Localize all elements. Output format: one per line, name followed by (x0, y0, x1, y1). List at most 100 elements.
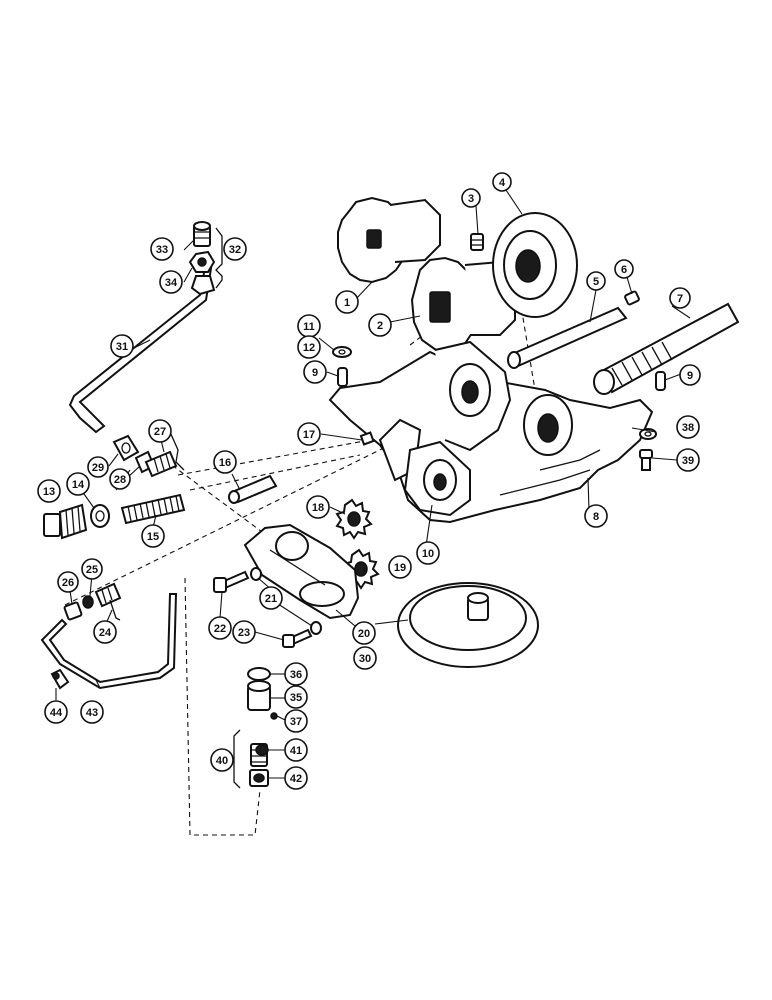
callout-1: 1 (335, 290, 359, 314)
callout-33: 33 (150, 237, 174, 261)
callout-42: 42 (284, 766, 308, 790)
set-screw-part-3 (470, 233, 484, 251)
callout-11-label: 11 (303, 321, 315, 333)
callout-12-label: 12 (303, 342, 315, 354)
callout-4-label: 4 (499, 177, 506, 189)
nut-part-34 (188, 250, 216, 273)
oil-line-part-31 (68, 261, 214, 434)
callout-9-right: 9 (679, 364, 701, 386)
gear-part-1 (337, 196, 441, 284)
gasket-part-14 (90, 504, 110, 528)
callout-37: 37 (284, 709, 308, 733)
callout-38: 38 (676, 415, 700, 439)
oil-line-part-43 (40, 593, 178, 690)
callout-5: 5 (586, 271, 606, 291)
callout-8: 8 (584, 504, 608, 528)
brackets (109, 227, 241, 789)
callout-9-left: 9 (303, 360, 327, 384)
callout-21-label: 21 (265, 593, 277, 605)
gear-part-4 (492, 212, 578, 318)
callout-28: 28 (109, 468, 131, 490)
pin-part-9-left (337, 367, 348, 387)
callout-29-label: 29 (92, 462, 104, 474)
sleeve-part-34 (190, 275, 216, 296)
callout-32: 32 (223, 237, 247, 261)
callout-19: 19 (388, 555, 412, 579)
bolt-part-22 (213, 570, 250, 593)
callout-25-label: 25 (86, 564, 98, 576)
gear-part-18 (335, 498, 373, 540)
callout-14-label: 14 (72, 479, 85, 491)
sleeve-part-25 (82, 595, 94, 609)
callout-32-label: 32 (229, 244, 241, 256)
plug-part-6 (624, 290, 640, 306)
valve-body-part-35 (247, 680, 271, 711)
callout-14: 14 (66, 472, 90, 496)
plug-part-41 (255, 744, 269, 756)
pin-part-9-right (655, 371, 666, 391)
callout-31: 31 (110, 334, 134, 358)
callout-10-label: 10 (422, 548, 434, 560)
callout-16-label: 16 (219, 457, 231, 469)
shaft-part-5 (507, 306, 628, 369)
callout-21: 21 (259, 586, 283, 610)
callout-9-left-label: 9 (312, 367, 318, 379)
callout-24-label: 24 (99, 627, 112, 639)
callout-16: 16 (213, 450, 237, 474)
callout-5-label: 5 (593, 276, 599, 288)
oil-screen-part-30 (397, 582, 539, 668)
callout-42-label: 42 (290, 773, 302, 785)
callout-7-label: 7 (677, 293, 683, 305)
callout-22-label: 22 (214, 623, 226, 635)
callout-13-label: 13 (43, 486, 55, 498)
fitting-part-27 (144, 450, 178, 478)
callout-15: 15 (141, 524, 165, 548)
callout-41: 41 (284, 738, 308, 762)
callout-38-label: 38 (682, 422, 694, 434)
clip-part-44 (50, 668, 70, 690)
callout-37-label: 37 (290, 716, 302, 728)
callout-1-label: 1 (344, 297, 350, 309)
callout-17: 17 (297, 422, 321, 446)
callout-18: 18 (306, 495, 330, 519)
fitting-part-24 (94, 582, 122, 608)
callout-12: 12 (297, 335, 321, 359)
fitting-part-29 (112, 434, 140, 462)
callout-17-label: 17 (303, 429, 315, 441)
callout-20-label: 20 (358, 628, 370, 640)
callout-23-label: 23 (238, 627, 250, 639)
spring-part-15 (120, 493, 186, 525)
callout-26: 26 (57, 571, 79, 593)
callout-35-label: 35 (290, 692, 302, 704)
callout-19-label: 19 (394, 562, 406, 574)
callout-33-label: 33 (156, 244, 168, 256)
callout-22: 22 (208, 616, 232, 640)
callout-35: 35 (284, 685, 308, 709)
callout-9-right-label: 9 (687, 370, 693, 382)
callout-6-label: 6 (621, 264, 627, 276)
callout-23: 23 (232, 620, 256, 644)
callout-43: 43 (80, 700, 104, 724)
callout-44: 44 (44, 700, 68, 724)
gear-part-2 (410, 256, 516, 354)
callout-28-label: 28 (114, 474, 126, 486)
callout-40-label: 40 (216, 755, 228, 767)
callout-25: 25 (81, 558, 103, 580)
callout-2-label: 2 (377, 320, 383, 332)
callout-8-label: 8 (593, 511, 599, 523)
plug-part-42 (249, 769, 269, 787)
callout-6: 6 (614, 259, 634, 279)
plug-part-13 (43, 503, 88, 540)
callout-29: 29 (87, 456, 109, 478)
callout-27: 27 (148, 419, 172, 443)
callout-36: 36 (284, 662, 308, 686)
callout-39: 39 (676, 448, 700, 472)
pump-housing-part-8 (328, 340, 654, 524)
callout-3: 3 (461, 188, 481, 208)
callout-34-label: 34 (165, 277, 178, 289)
callout-20: 20 (352, 621, 376, 645)
callout-11: 11 (297, 314, 321, 338)
callout-24: 24 (93, 620, 117, 644)
callout-2: 2 (368, 313, 392, 337)
